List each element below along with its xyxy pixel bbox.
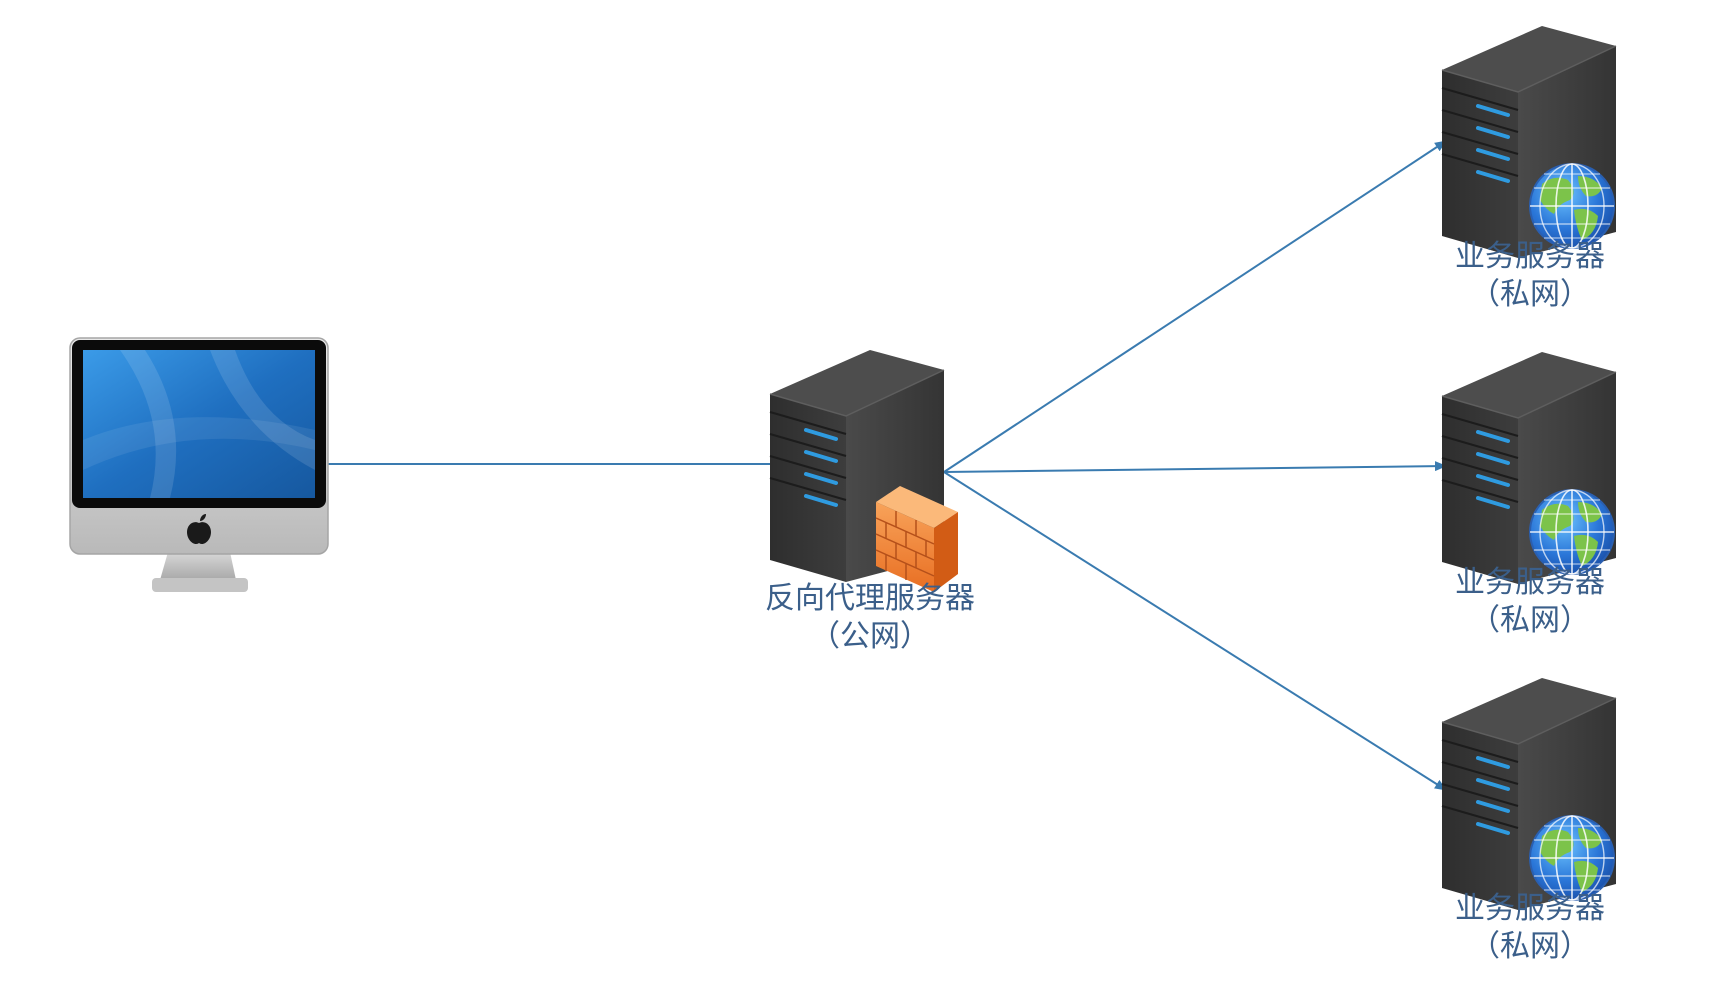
apple-logo-icon	[187, 514, 211, 544]
edges	[328, 140, 1447, 791]
server-with-globe-icon	[1440, 24, 1618, 260]
proxy-server-label-line1: 反向代理服务器	[765, 581, 975, 616]
business-server-label-line1: 业务服务器	[1455, 891, 1605, 926]
business-server-label-line2: （私网）	[1470, 929, 1590, 964]
business-server-label: 业务服务器 （私网）	[1430, 564, 1630, 640]
edge-proxy-to-business-server-2	[943, 461, 1447, 473]
proxy-server-label-line2: （公网）	[810, 619, 930, 654]
business-server-label: 业务服务器 （私网）	[1430, 238, 1630, 314]
proxy-server-label: 反向代理服务器 （公网）	[735, 580, 1005, 656]
business-server-label-line2: （私网）	[1470, 603, 1590, 638]
server-with-firewall-icon	[768, 348, 958, 592]
edge-proxy-to-business-server-3	[943, 471, 1447, 791]
server-with-globe-icon	[1440, 350, 1618, 586]
business-server-label-line2: （私网）	[1470, 277, 1590, 312]
business-server-label-line1: 业务服务器	[1455, 239, 1605, 274]
firewall-icon	[875, 486, 958, 592]
edge-proxy-to-business-server-1	[943, 140, 1447, 473]
server-with-globe-icon	[1440, 676, 1618, 912]
business-server-label: 业务服务器 （私网）	[1430, 890, 1630, 966]
business-server-label-line1: 业务服务器	[1455, 565, 1605, 600]
desktop-computer-icon	[69, 337, 329, 592]
